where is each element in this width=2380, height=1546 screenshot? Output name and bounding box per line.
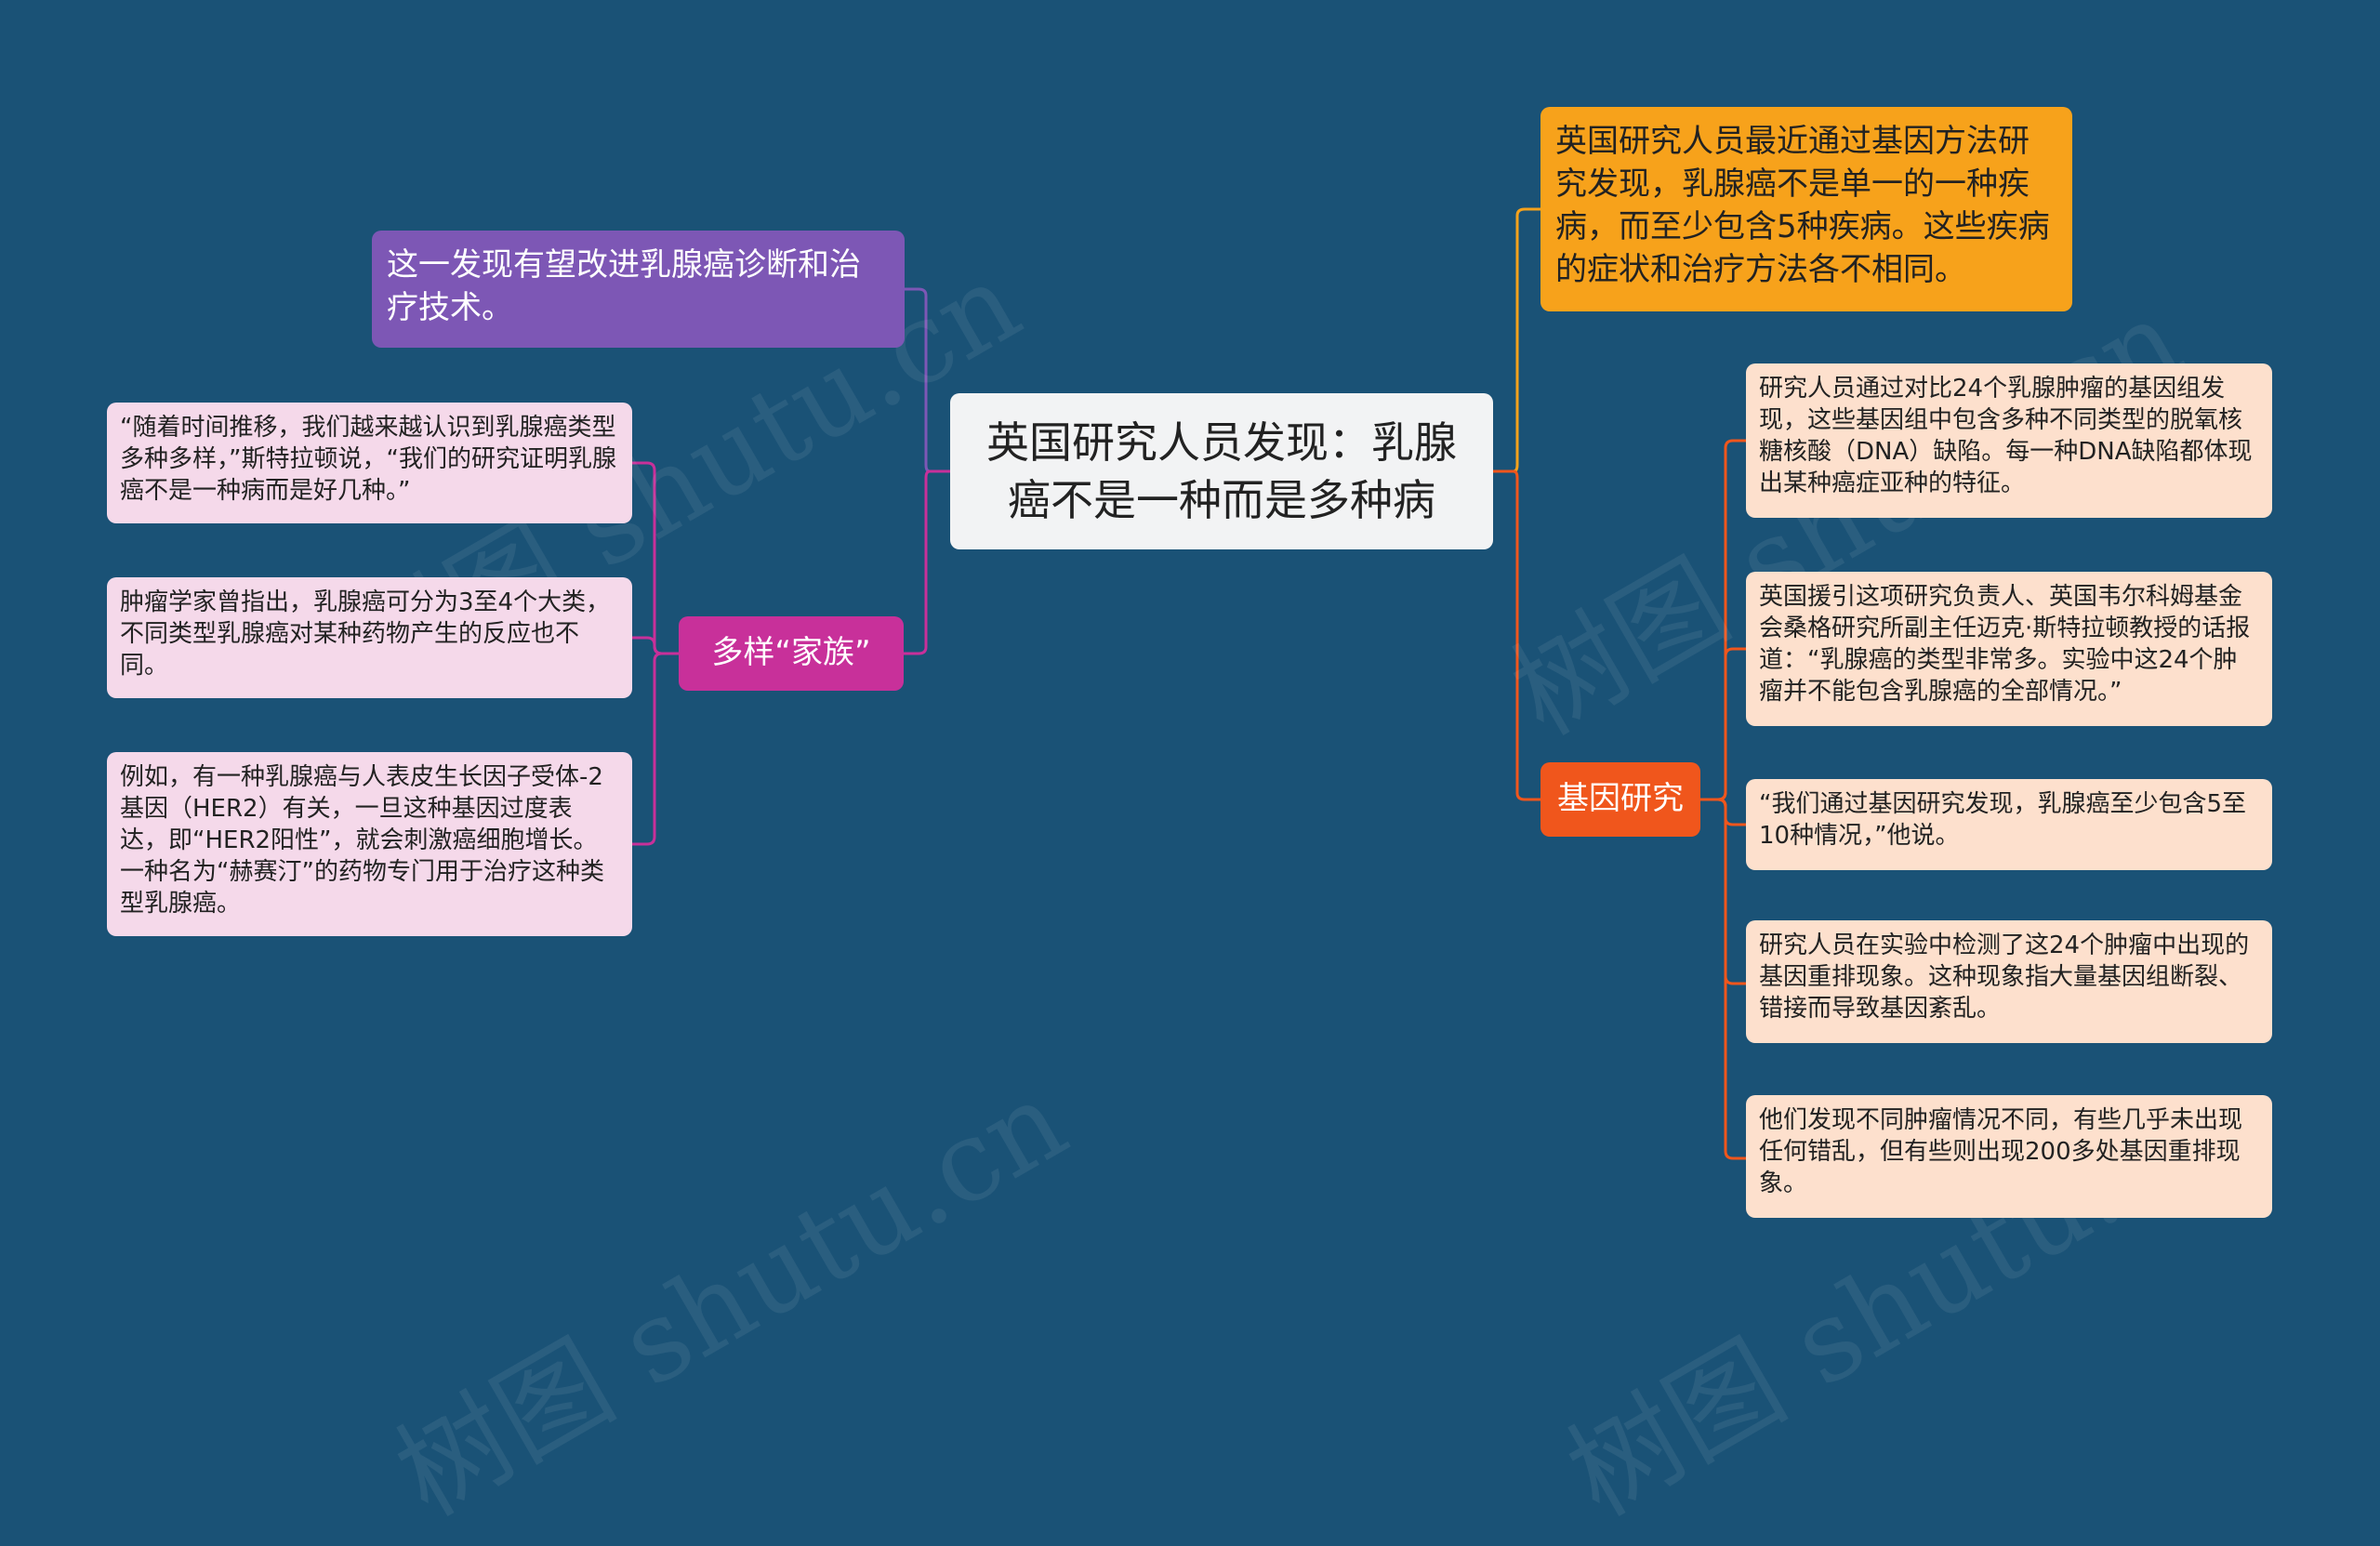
gene-leaf-text: 他们发现不同肿瘤情况不同，有些几乎未出现任何错乱，但有些则出现200多处基因重排… xyxy=(1759,1106,2243,1197)
family-leaf-1[interactable]: “随着时间推移，我们越来越认识到乳腺癌类型多种多样，”斯特拉顿说，“我们的研究证… xyxy=(107,403,632,523)
intro-node-text: 英国研究人员最近通过基因方法研究发现，乳腺癌不是单一的一种疾病，而至少包含5种疾… xyxy=(1555,123,2050,288)
gene-leaf-text: “我们通过基因研究发现，乳腺癌至少包含5至10种情况，”他说。 xyxy=(1759,790,2247,850)
root-topic-text: 英国研究人员发现：乳腺癌不是一种而是多种病 xyxy=(986,417,1457,525)
family-leaf-text: “随着时间推移，我们越来越认识到乳腺癌类型多种多样，”斯特拉顿说，“我们的研究证… xyxy=(120,414,616,505)
edge-family-leaf-3 xyxy=(632,652,679,846)
family-node[interactable]: 多样“家族” xyxy=(679,616,904,691)
edge-family-leaf-1 xyxy=(632,461,679,655)
edge-gene-leaf-1 xyxy=(1700,439,1746,801)
family-leaf-3[interactable]: 例如，有一种乳腺癌与人表皮生长因子受体-2基因（HER2）有关，一旦这种基因过度… xyxy=(107,752,632,936)
outlook-node-text: 这一发现有望改进乳腺癌诊断和治疗技术。 xyxy=(387,246,861,326)
gene-leaf-3[interactable]: “我们通过基因研究发现，乳腺癌至少包含5至10种情况，”他说。 xyxy=(1746,779,2272,870)
gene-leaf-text: 研究人员在实验中检测了这24个肿瘤中出现的基因重排现象。这种现象指大量基因组断裂… xyxy=(1759,932,2250,1023)
edge-root-family xyxy=(904,469,950,655)
edge-root-outlook xyxy=(905,287,950,473)
edge-gene-leaf-3 xyxy=(1700,798,1746,826)
family-label: 多样“家族” xyxy=(711,634,871,672)
gene-leaf-text: 英国援引这项研究负责人、英国韦尔科姆基金会桑格研究所副主任迈克·斯特拉顿教授的话… xyxy=(1759,583,2251,706)
gene-leaf-2[interactable]: 英国援引这项研究负责人、英国韦尔科姆基金会桑格研究所副主任迈克·斯特拉顿教授的话… xyxy=(1746,572,2272,726)
edge-root-gene xyxy=(1493,469,1540,801)
gene-leaf-text: 研究人员通过对比24个乳腺肿瘤的基因组发现，这些基因组中包含多种不同类型的脱氧核… xyxy=(1759,375,2253,497)
gene-leaf-4[interactable]: 研究人员在实验中检测了这24个肿瘤中出现的基因重排现象。这种现象指大量基因组断裂… xyxy=(1746,920,2272,1043)
connector-lines xyxy=(632,207,1746,1160)
gene-leaf-5[interactable]: 他们发现不同肿瘤情况不同，有些几乎未出现任何错乱，但有些则出现200多处基因重排… xyxy=(1746,1095,2272,1218)
edge-gene-leaf-2 xyxy=(1700,647,1746,801)
family-leaf-2[interactable]: 肿瘤学家曾指出，乳腺癌可分为3至4个大类，不同类型乳腺癌对某种药物产生的反应也不… xyxy=(107,577,632,698)
root-topic[interactable]: 英国研究人员发现：乳腺癌不是一种而是多种病 xyxy=(950,393,1493,549)
gene-research-label: 基因研究 xyxy=(1557,780,1684,818)
edge-gene-leaf-4 xyxy=(1700,798,1746,985)
outlook-node[interactable]: 这一发现有望改进乳腺癌诊断和治疗技术。 xyxy=(372,231,905,348)
edge-gene-leaf-5 xyxy=(1700,798,1746,1160)
mind-map-canvas: 树图 shutu.cn 树图 shutu.cn 树图 shutu.cn 树图 s… xyxy=(107,107,2272,1541)
family-leaf-text: 例如，有一种乳腺癌与人表皮生长因子受体-2基因（HER2）有关，一旦这种基因过度… xyxy=(120,763,604,918)
intro-node[interactable]: 英国研究人员最近通过基因方法研究发现，乳腺癌不是单一的一种疾病，而至少包含5种疾… xyxy=(1540,107,2072,311)
family-leaf-text: 肿瘤学家曾指出，乳腺癌可分为3至4个大类，不同类型乳腺癌对某种药物产生的反应也不… xyxy=(120,588,611,680)
gene-research-node[interactable]: 基因研究 xyxy=(1540,762,1700,837)
edge-root-intro xyxy=(1493,207,1540,473)
gene-leaf-1[interactable]: 研究人员通过对比24个乳腺肿瘤的基因组发现，这些基因组中包含多种不同类型的脱氧核… xyxy=(1746,363,2272,518)
